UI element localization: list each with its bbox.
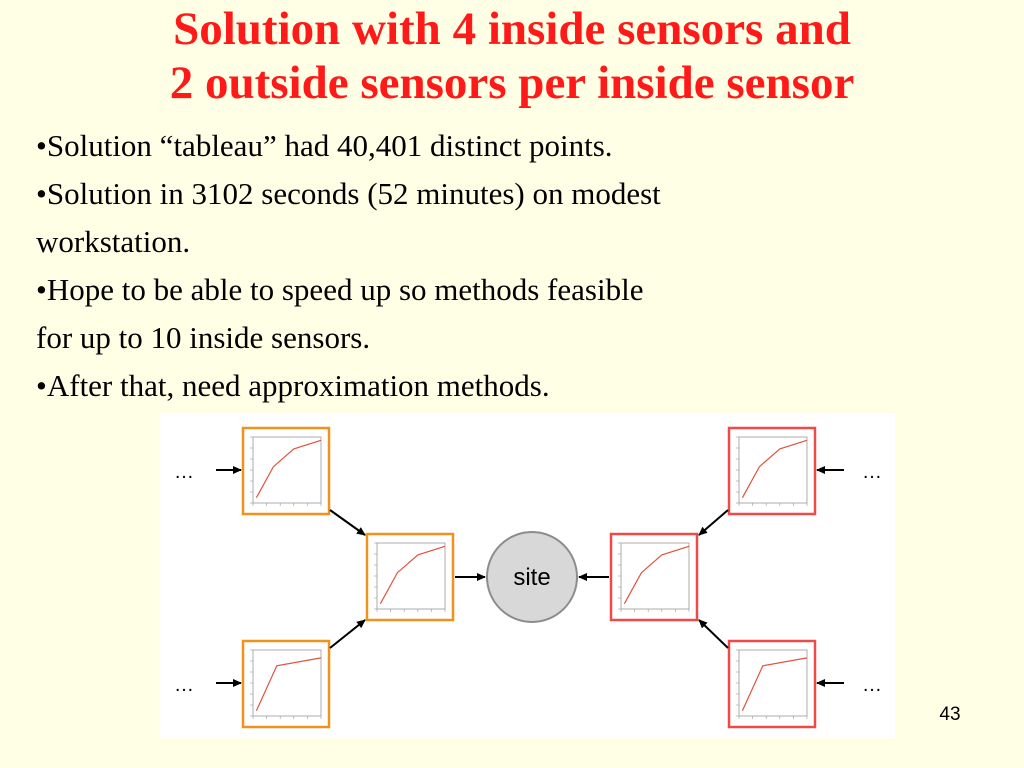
ellipsis-label: … [174, 461, 194, 483]
outer-sensor-top-right [727, 426, 817, 516]
outer-sensor-bottom-right [727, 639, 817, 729]
outer-sensor-bottom-left [241, 639, 331, 729]
arrow-connector [698, 619, 729, 649]
title-line-1: Solution with 4 inside sensors and [173, 3, 851, 55]
bullet-list: •Solution “tableau” had 40,401 distinct … [36, 122, 936, 410]
arrow-connector [329, 509, 366, 536]
sensor-diagram-canvas: site … … … … [174, 426, 882, 729]
ellipsis-label: … [174, 674, 194, 696]
arrow-connector [698, 509, 729, 536]
bullet-line: •After that, need approximation methods. [36, 368, 550, 403]
ellipsis-label: … [862, 674, 882, 696]
page-number: 43 [939, 704, 961, 725]
bullet-line: workstation. [36, 224, 191, 259]
plot-curve [623, 545, 690, 604]
plot-curve [255, 439, 322, 498]
bullet-line: •Solution “tableau” had 40,401 distinct … [36, 128, 613, 163]
site-node [486, 531, 578, 623]
plot-curve [255, 657, 322, 711]
site-label: site [513, 564, 550, 591]
inside-sensor-right [609, 532, 699, 622]
ellipsis-label: … [862, 461, 882, 483]
title-line-2: 2 outside sensors per inside sensor [169, 57, 855, 109]
bullet-line: for up to 10 inside sensors. [36, 320, 371, 355]
sensor-diagram: site … … … … [160, 414, 895, 738]
plot-curve [741, 657, 808, 711]
slide-title: Solution with 4 inside sensors and 2 out… [0, 2, 1024, 110]
bullet-line: •Hope to be able to speed up so methods … [36, 272, 644, 307]
arrow-connector [329, 619, 366, 649]
plot-curve [741, 439, 808, 498]
bullet-line: •Solution in 3102 seconds (52 minutes) o… [36, 176, 661, 211]
plot-curve [379, 545, 446, 604]
inside-sensor-left [365, 532, 455, 622]
outer-sensor-top-left [241, 426, 331, 516]
